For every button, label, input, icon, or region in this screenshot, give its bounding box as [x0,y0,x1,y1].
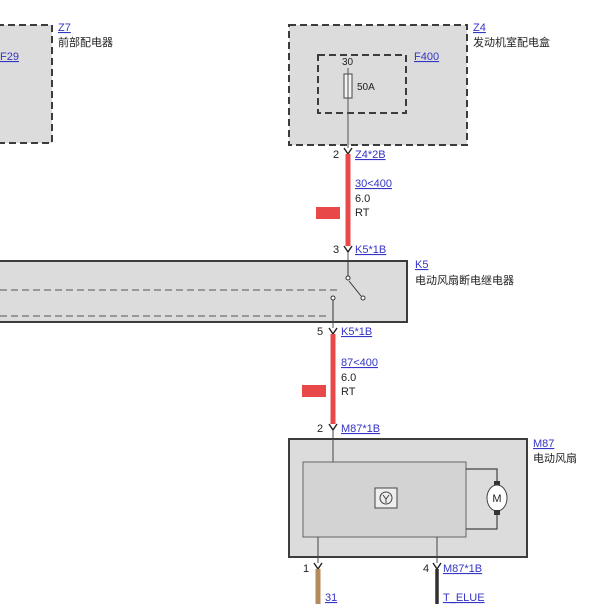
connector-icon [328,327,338,336]
fuse-f400-link[interactable]: F400 [414,51,439,63]
wire-gauge: 6.0 [355,193,370,205]
connector-icon [343,245,353,254]
connector-pin: 2 [333,149,339,161]
connector-label-link[interactable]: M87*1B [443,563,482,575]
wire-color-code: RT [341,386,356,398]
z4-name: 发动机室配电盒 [473,35,550,49]
connector-z4-2b: 2 Z4*2B [333,147,386,161]
electronics-icon [374,487,398,509]
connector-label-link[interactable]: Z4*2B [355,149,386,161]
connector-m87-1b-pin2: 2 M87*1B [317,423,380,435]
z7-name: 前部配电器 [58,35,113,49]
connector-icon [328,423,338,432]
wire-color-swatch [316,207,340,219]
wire-t-elue: T_ELUE [435,569,485,604]
relay-switch-icon [330,261,366,322]
m87-name: 电动风扇 [533,451,577,465]
wire-87-400: 87<400 6.0 RT [302,334,378,424]
wire-30-400: 30<400 6.0 RT [316,154,392,246]
wire-signal-link[interactable]: 87<400 [341,357,378,369]
fuse-icon [343,68,353,104]
fuse-f400-box [317,54,407,114]
connector-pin: 2 [317,423,323,435]
wire-color-swatch [302,385,326,397]
connector-label-link[interactable]: K5*1B [341,326,372,338]
connector-pin: 5 [317,326,323,338]
k5-id-link[interactable]: K5 [415,259,428,271]
k5-box [0,260,408,323]
component-k5: K5 电动风扇断电继电器 [0,259,514,323]
connector-label-link[interactable]: M87*1B [341,423,380,435]
connector-pin: 3 [333,244,339,256]
connector-icon [343,147,353,156]
connector-k5-1b-pin5: 5 K5*1B [317,322,372,338]
motor-symbol: M [492,493,501,505]
wire-color-code: RT [355,207,370,219]
wire-signal-link[interactable]: 31 [325,592,337,604]
wire-31: 31 [315,569,337,604]
k5-name: 电动风扇断电继电器 [415,273,514,287]
wire-signal-link[interactable]: T_ELUE [443,592,485,604]
motor-icon: M [466,468,508,530]
connector-k5-1b-pin3: 3 K5*1B [333,244,386,261]
component-z4: 30 50A F400 Z4 发动机室配电盒 [288,22,550,146]
connector-icon [432,562,442,571]
z7-box [0,24,53,144]
connector-pin: 4 [423,563,429,575]
connector-icon [313,562,323,571]
z7-fuse-link[interactable]: F29 [0,51,19,63]
component-z7: F29 Z7 前部配电器 [0,22,113,144]
z7-id-link[interactable]: Z7 [58,22,71,34]
m87-id-link[interactable]: M87 [533,438,554,450]
component-m87: M M87 电动风扇 [288,430,577,558]
connector-label-link[interactable]: K5*1B [355,244,386,256]
wire-gauge: 6.0 [341,372,356,384]
connector-pin: 1 [303,563,309,575]
fuse-pin: 30 [342,57,354,68]
z4-id-link[interactable]: Z4 [473,22,486,34]
wire-signal-link[interactable]: 30<400 [355,178,392,190]
fuse-rating: 50A [357,82,375,93]
